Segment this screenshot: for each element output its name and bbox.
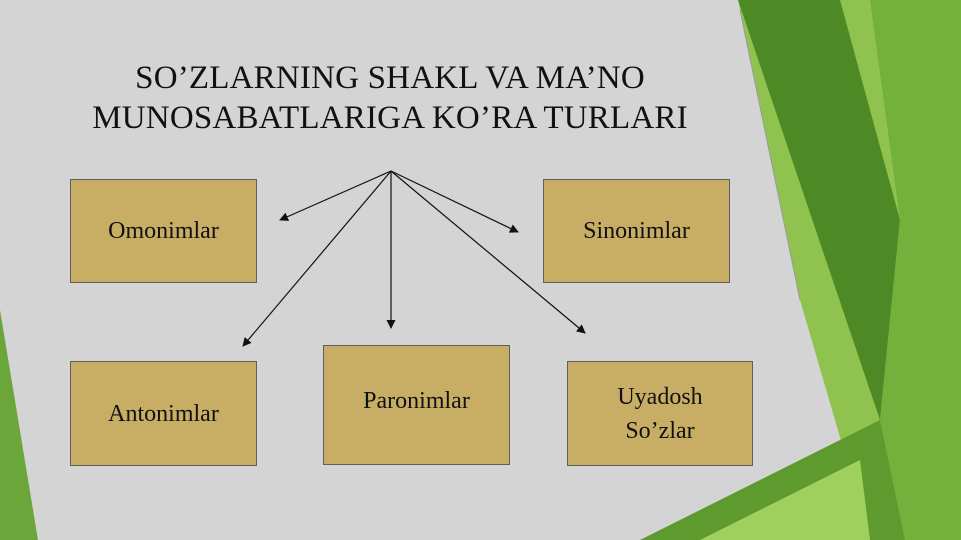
box-antonimlar: Antonimlar [70,361,257,466]
box-omonimlar-label: Omonimlar [108,218,219,244]
box-antonimlar-label: Antonimlar [108,400,219,427]
box-uyadosh-sozlar: Uyadosh So’zlar [567,361,753,466]
arrow-to-sinonimlar [390,170,519,233]
box-paronimlar-label: Paronimlar [363,388,470,414]
slide-title: SO’ZLARNING SHAKL VA MA’NO MUNOSABATLARI… [40,58,740,138]
arrow-to-antonimlar [242,170,392,347]
title-line-1: SO’ZLARNING SHAKL VA MA’NO [135,60,645,96]
arrow-to-uyadosh [390,170,586,334]
right-green-mid-panel [870,0,961,540]
right-green-bottom-light [700,460,870,540]
title-line-2: MUNOSABATLARIGA KO’RA TURLARI [92,100,688,136]
box-omonimlar: Omonimlar [70,179,257,283]
right-green-dark-band [738,0,900,420]
box-sinonimlar: Sinonimlar [543,179,730,283]
arrow-to-omonimlar [279,170,392,221]
left-green-wedge [0,310,38,540]
box-sinonimlar-label: Sinonimlar [583,218,690,244]
box-paronimlar: Paronimlar [323,345,510,465]
box-uyadosh-sozlar-label: Uyadosh So’zlar [617,383,703,444]
right-divider-line [739,9,801,301]
